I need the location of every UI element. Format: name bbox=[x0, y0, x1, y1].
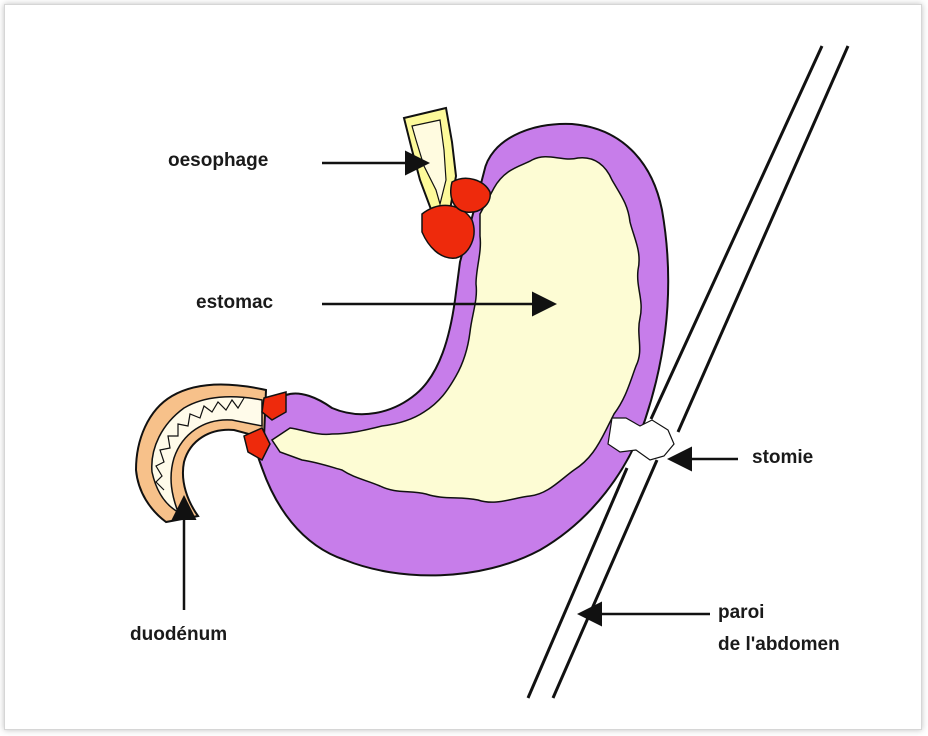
cardia-sphincter bbox=[422, 205, 474, 258]
duodenum-label: duodénum bbox=[130, 622, 227, 648]
stomie-label: stomie bbox=[752, 445, 813, 471]
estomac-label: estomac bbox=[196, 290, 273, 316]
oesophagus bbox=[404, 108, 456, 212]
paroi-label-line1: paroi bbox=[718, 600, 764, 626]
oesophage-label: oesophage bbox=[168, 148, 268, 174]
paroi-label-line2: de l'abdomen bbox=[718, 632, 840, 658]
duodenum bbox=[136, 385, 266, 522]
